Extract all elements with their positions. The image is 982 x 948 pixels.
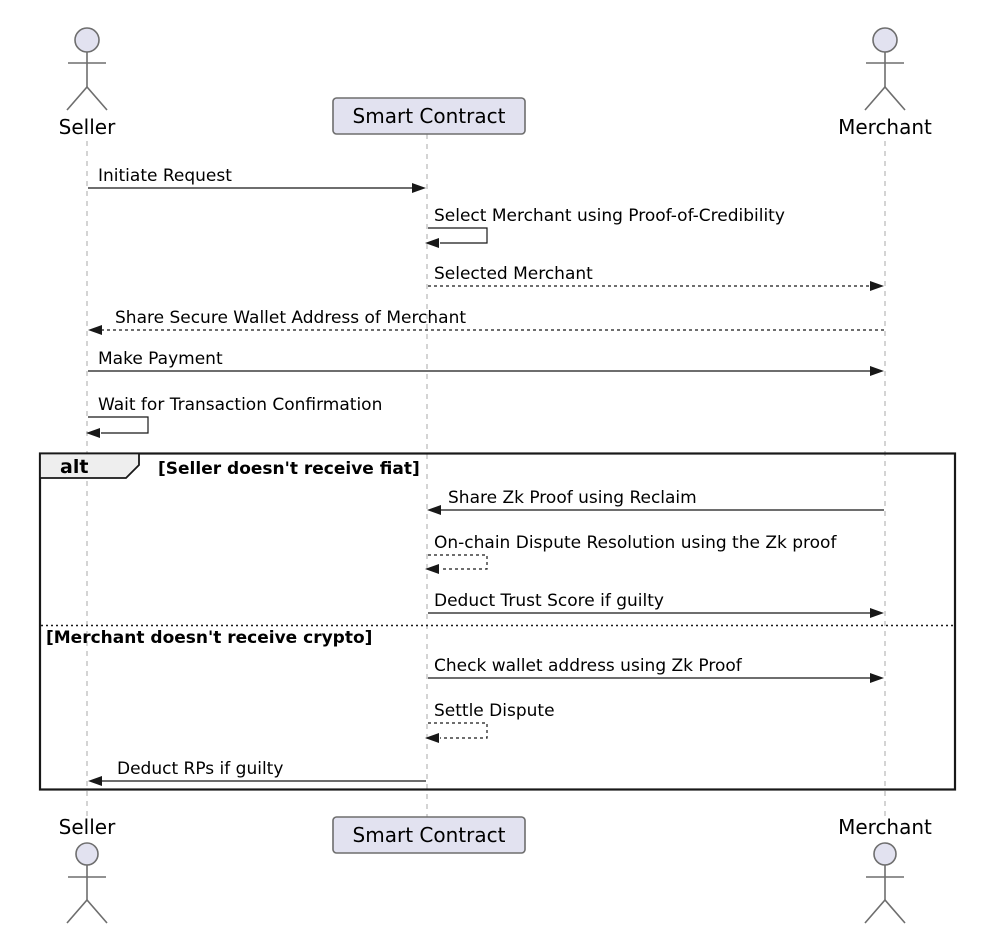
message-label: Check wallet address using Zk Proof — [434, 656, 743, 676]
actor-head-icon — [873, 842, 897, 866]
message-onchain-dispute-self: On-chain Dispute Resolution using the Zk… — [425, 533, 837, 574]
participant-label-seller: Seller — [59, 115, 116, 139]
message-initiate-request: Initiate Request — [88, 166, 426, 193]
arrowhead-right-icon — [412, 183, 426, 193]
participant-smart-contract-top: Smart Contract — [332, 97, 526, 135]
message-label: Make Payment — [98, 349, 223, 369]
message-label: Selected Merchant — [434, 264, 593, 284]
alt-operator-pentagon — [39, 452, 140, 479]
message-share-zk-proof: Share Zk Proof using Reclaim — [427, 488, 884, 515]
alt-condition-first: [Seller doesn't receive fiat] — [158, 459, 420, 479]
arrowhead-right-icon — [870, 608, 884, 618]
self-message-loop-dashed — [428, 722, 488, 739]
participant-box — [332, 97, 526, 135]
message-label: Deduct RPs if guilty — [117, 759, 283, 779]
message-wait-confirmation-self: Wait for Transaction Confirmation — [86, 395, 382, 438]
alt-frame: alt [Seller doesn't receive fiat] [Merch… — [38, 452, 957, 791]
actor-legs — [66, 85, 108, 111]
arrowhead-left-icon — [427, 505, 441, 515]
participant-label-merchant: Merchant — [838, 115, 932, 139]
alt-frame-border — [38, 452, 957, 791]
actor-legs — [66, 898, 108, 924]
participant-label-smart-contract: Smart Contract — [353, 104, 506, 128]
lifelines — [86, 134, 886, 817]
self-message-loop — [428, 227, 488, 244]
arrowhead-left-icon — [425, 733, 439, 743]
alt-condition-second: [Merchant doesn't receive crypto] — [46, 628, 372, 648]
actor-head-icon — [75, 842, 99, 866]
message-label: Settle Dispute — [434, 701, 555, 721]
message-label: Initiate Request — [98, 166, 232, 186]
message-make-payment: Make Payment — [88, 349, 884, 376]
participant-label-seller: Seller — [59, 815, 116, 839]
arrowhead-left-icon — [88, 325, 102, 335]
arrowhead-left-icon — [425, 564, 439, 574]
message-label: Select Merchant using Proof-of-Credibili… — [434, 206, 785, 226]
actor-head-icon — [872, 27, 898, 53]
participant-seller-bottom: Seller — [59, 815, 116, 924]
actor-head-icon — [74, 27, 100, 53]
message-deduct-trust-score: Deduct Trust Score if guilty — [428, 591, 884, 618]
message-share-wallet-address: Share Secure Wallet Address of Merchant — [88, 308, 884, 335]
participant-seller-top: Seller — [59, 27, 116, 139]
message-select-merchant-self: Select Merchant using Proof-of-Credibili… — [425, 206, 785, 248]
message-label: Deduct Trust Score if guilty — [434, 591, 664, 611]
message-selected-merchant: Selected Merchant — [428, 264, 884, 291]
arrowhead-left-icon — [88, 776, 102, 786]
message-label: Wait for Transaction Confirmation — [98, 395, 382, 415]
participant-box — [332, 816, 526, 854]
self-message-loop — [88, 416, 149, 434]
arrowhead-right-icon — [870, 281, 884, 291]
message-settle-dispute-self: Settle Dispute — [425, 701, 555, 743]
message-deduct-rps: Deduct RPs if guilty — [88, 759, 426, 786]
participant-merchant-top: Merchant — [838, 27, 932, 139]
alt-operator-label: alt — [60, 456, 88, 478]
message-label: Share Zk Proof using Reclaim — [448, 488, 697, 508]
arrowhead-left-icon — [425, 238, 439, 248]
participant-label-merchant: Merchant — [838, 815, 932, 839]
actor-legs — [864, 85, 906, 111]
arrowhead-right-icon — [870, 673, 884, 683]
self-message-loop-dashed — [428, 554, 488, 570]
actor-legs — [864, 898, 906, 924]
message-label: Share Secure Wallet Address of Merchant — [115, 308, 466, 328]
message-check-wallet: Check wallet address using Zk Proof — [428, 656, 884, 683]
arrowhead-left-icon — [86, 428, 100, 438]
message-label: On-chain Dispute Resolution using the Zk… — [434, 533, 837, 553]
participant-label-smart-contract: Smart Contract — [353, 823, 506, 847]
participant-merchant-bottom: Merchant — [838, 815, 932, 924]
participant-smart-contract-bottom: Smart Contract — [332, 816, 526, 854]
arrowhead-right-icon — [870, 366, 884, 376]
